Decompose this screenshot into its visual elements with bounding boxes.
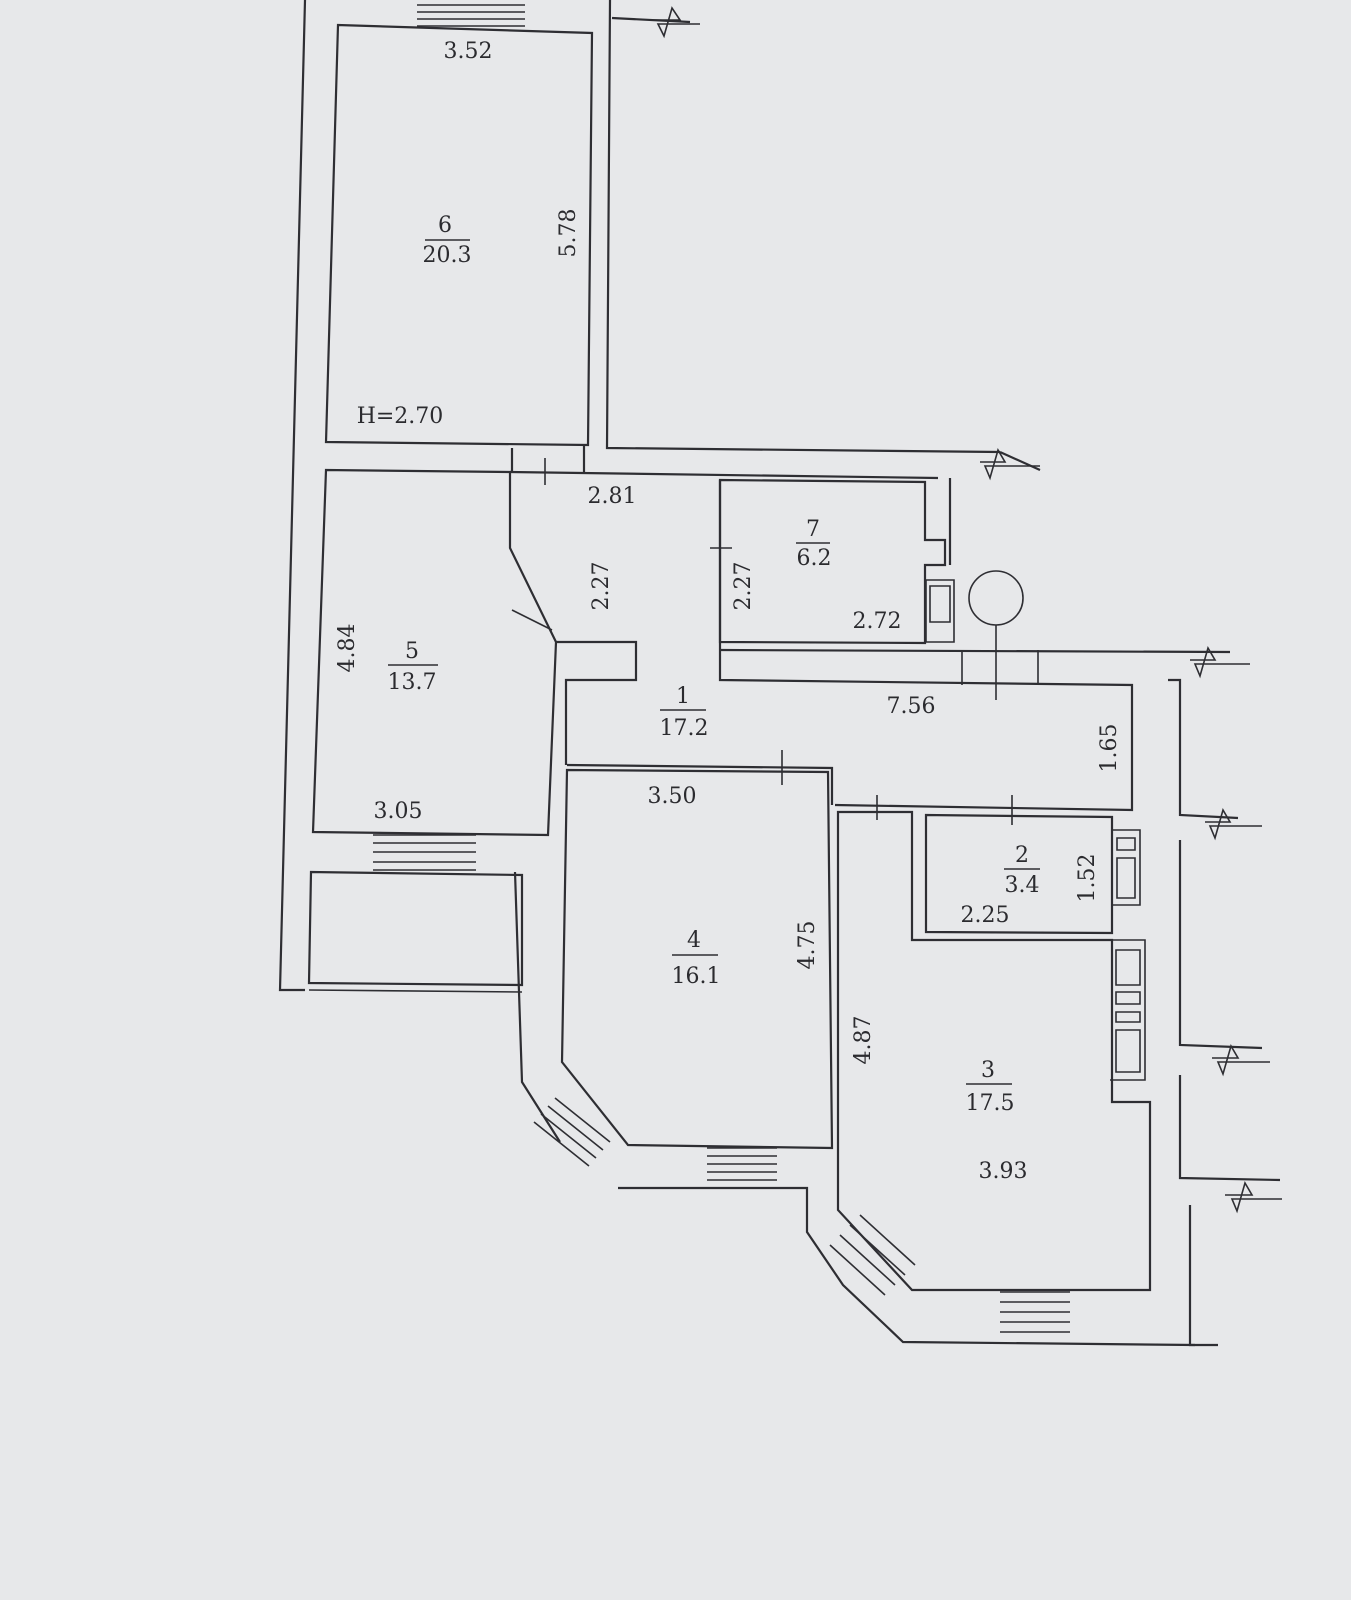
dim-room3-width: 3.93 xyxy=(979,1159,1028,1184)
room-label-7: 7 6.2 xyxy=(796,517,832,571)
dim-room7-depth: 2.27 xyxy=(731,562,756,611)
dim-corridor-width: 1.65 xyxy=(1097,724,1122,773)
room-4-area: 16.1 xyxy=(672,964,721,989)
room-7-area: 6.2 xyxy=(797,546,832,571)
dimension-labels: 3.52 5.78 H=2.70 2.81 2.27 2.27 2.72 4.8… xyxy=(335,39,1122,1184)
dim-room2-length: 1.52 xyxy=(1075,854,1100,903)
room-6-area: 20.3 xyxy=(423,243,472,268)
balcony xyxy=(307,870,524,993)
room-label-6: 6 20.3 xyxy=(423,213,472,268)
dim-ceiling-height: H=2.70 xyxy=(357,404,444,429)
room-7-walls xyxy=(718,478,1039,700)
dim-room7-width: 2.72 xyxy=(853,609,902,634)
break-symbols xyxy=(650,6,1282,1214)
room-1-area: 17.2 xyxy=(660,716,709,741)
room-4-walls xyxy=(533,768,834,1181)
dim-hall-width: 2.81 xyxy=(588,484,637,509)
room-5-area: 13.7 xyxy=(388,670,437,695)
room-label-3: 3 17.5 xyxy=(966,1058,1015,1116)
room-7-number: 7 xyxy=(806,517,820,542)
outer-walls xyxy=(278,0,1281,1347)
dim-room2-width: 2.25 xyxy=(961,903,1010,928)
dim-room4-length: 4.75 xyxy=(795,921,820,970)
dim-room4-width: 3.50 xyxy=(648,784,697,809)
room-label-4: 4 16.1 xyxy=(672,928,721,989)
room-3-number: 3 xyxy=(981,1058,995,1083)
dim-room5-width: 3.05 xyxy=(374,799,423,824)
room-3-area: 17.5 xyxy=(966,1091,1015,1116)
room-label-1: 1 17.2 xyxy=(660,684,709,741)
room-6-number: 6 xyxy=(438,213,452,238)
dim-room3-length: 4.87 xyxy=(851,1016,876,1065)
dim-room6-width: 3.52 xyxy=(444,39,493,64)
room-2-walls xyxy=(876,795,1141,935)
dim-corridor-length: 7.56 xyxy=(887,694,936,719)
room-5-number: 5 xyxy=(405,639,419,664)
room-label-2: 2 3.4 xyxy=(1004,843,1040,898)
room-3-walls xyxy=(829,810,1152,1333)
room-2-number: 2 xyxy=(1015,843,1029,868)
room-1-walls xyxy=(509,445,1134,812)
dim-hall-depth: 2.27 xyxy=(589,562,614,611)
room-label-5: 5 13.7 xyxy=(388,639,438,695)
room-6-walls xyxy=(324,4,594,447)
dim-room5-length: 4.84 xyxy=(335,624,360,673)
room-1-number: 1 xyxy=(676,684,690,709)
room-2-area: 3.4 xyxy=(1005,873,1040,898)
room-4-number: 4 xyxy=(687,928,701,953)
dim-room6-length: 5.78 xyxy=(556,209,581,258)
